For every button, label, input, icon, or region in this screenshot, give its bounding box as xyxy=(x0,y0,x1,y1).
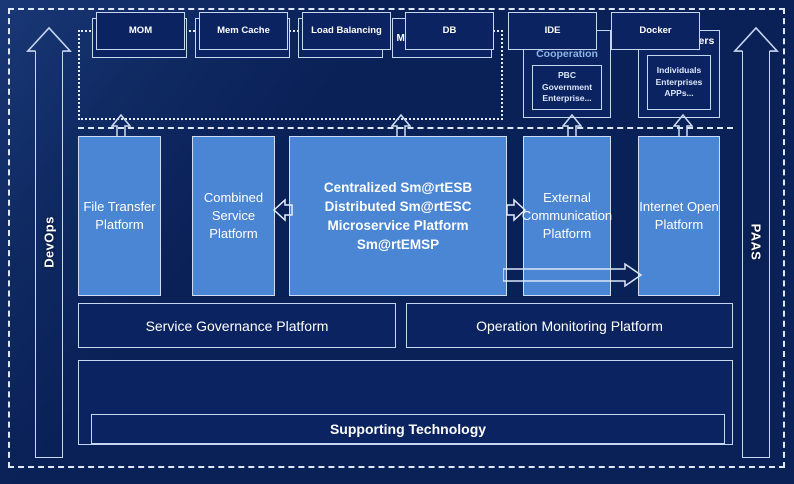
left-arrow-esb-to-combined-icon xyxy=(273,198,293,222)
tech-box-mom[interactable]: MOM xyxy=(96,12,185,50)
tech-box-ide[interactable]: IDE xyxy=(508,12,597,50)
platform-label: File Transfer Platform xyxy=(83,199,156,232)
paas-arrow-shaft xyxy=(742,51,770,458)
up-arrow-to-management-level-icon xyxy=(391,114,411,138)
devops-arrow-shaft xyxy=(35,51,63,458)
platform-box-file-transfer[interactable]: File Transfer Platform xyxy=(78,136,161,296)
tech-box-docker[interactable]: Docker xyxy=(611,12,700,50)
platform-label: Combined Service Platform xyxy=(203,190,264,241)
tech-label: MOM xyxy=(128,25,153,36)
tech-box-load-balancing[interactable]: Load Balancing xyxy=(302,12,391,50)
tech-box-mem-cache[interactable]: Mem Cache xyxy=(199,12,288,50)
governance-box-operation-monitoring[interactable]: Operation Monitoring Platform xyxy=(406,303,733,348)
devops-arrow-head-icon xyxy=(26,26,72,52)
tech-label: Mem Cache xyxy=(217,25,270,36)
consumer-detail: Individuals Enterprises APPs... xyxy=(647,55,711,110)
governance-label: Service Governance Platform xyxy=(145,317,329,334)
paas-arrow-label: PAAS xyxy=(748,223,764,261)
tech-label: DB xyxy=(442,25,457,36)
platform-box-esb-esc-emsp[interactable]: Centralized Sm@rtESB Distributed Sm@rtES… xyxy=(289,136,507,296)
paas-arrow-head-icon xyxy=(733,26,779,52)
platform-label: External Communication Platform xyxy=(521,190,613,241)
tech-label: IDE xyxy=(544,25,561,36)
business-levels-container xyxy=(78,30,503,120)
tech-box-db[interactable]: DB xyxy=(405,12,494,50)
right-arrow-esb-to-external-icon xyxy=(506,198,526,222)
up-arrow-to-internet-users-icon xyxy=(673,114,693,138)
devops-arrow-label: DevOps xyxy=(41,216,57,268)
paas-arrow: PAAS xyxy=(733,26,779,458)
up-arrow-to-channel-level-icon xyxy=(111,114,131,138)
governance-label: Operation Monitoring Platform xyxy=(476,317,663,334)
platform-box-combined-service[interactable]: Combined Service Platform xyxy=(192,136,275,296)
platform-label: Centralized Sm@rtESB Distributed Sm@rtES… xyxy=(323,180,473,252)
supporting-technology-label: Supporting Technology xyxy=(329,421,487,437)
tech-label: Docker xyxy=(639,25,672,36)
consumer-detail: PBC Government Enterprise... xyxy=(532,65,602,110)
platform-box-internet-open[interactable]: Internet Open Platform xyxy=(638,136,720,296)
tech-label: Load Balancing xyxy=(311,25,382,36)
right-arrow-esb-to-internet-open-icon xyxy=(503,262,643,288)
platform-label: Internet Open Platform xyxy=(639,199,719,232)
outer-dashed-frame xyxy=(8,8,785,468)
supporting-technology-bar[interactable]: Supporting Technology xyxy=(91,414,725,444)
governance-box-service-governance[interactable]: Service Governance Platform xyxy=(78,303,396,348)
up-arrow-to-external-cooperation-icon xyxy=(562,114,582,138)
devops-arrow: DevOps xyxy=(26,26,72,458)
